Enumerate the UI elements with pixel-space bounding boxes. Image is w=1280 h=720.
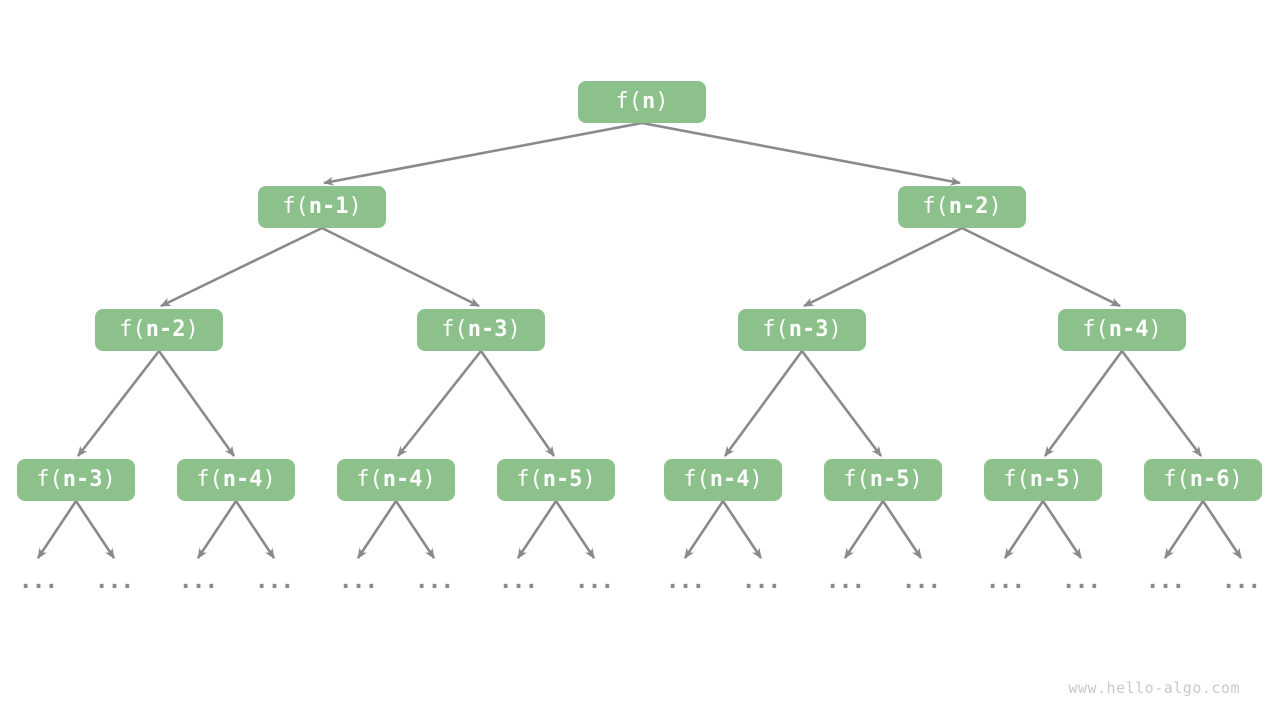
- ellipsis: ...: [1221, 568, 1262, 594]
- node-l1-fn: f(n): [578, 81, 706, 123]
- node-label-post: ): [507, 317, 521, 342]
- node-label-arg: n-4: [382, 467, 423, 492]
- ellipsis: ...: [94, 568, 135, 594]
- node-label-pre: f(: [356, 467, 383, 492]
- node-label-post: ): [1229, 467, 1243, 492]
- node-l4-fn-4c: f(n-4): [664, 459, 782, 501]
- node-label-post: ): [749, 467, 763, 492]
- node-label-post: ): [185, 317, 199, 342]
- node-l3-fn-3b: f(n-3): [738, 309, 866, 351]
- node-label-post: ): [988, 194, 1002, 219]
- node-label-arg: n: [642, 89, 656, 114]
- node-l3-fn-3: f(n-3): [417, 309, 545, 351]
- node-label-arg: n-2: [145, 317, 186, 342]
- node-l4-fn-5c: f(n-5): [984, 459, 1102, 501]
- node-label-arg: n-6: [1189, 467, 1230, 492]
- node-label-arg: n-3: [62, 467, 103, 492]
- node-label-pre: f(: [683, 467, 710, 492]
- node-l3-fn-4: f(n-4): [1058, 309, 1186, 351]
- node-label-pre: f(: [1163, 467, 1190, 492]
- node-label-arg: n-5: [869, 467, 910, 492]
- node-label-arg: n-1: [308, 194, 349, 219]
- node-label-post: ): [828, 317, 842, 342]
- node-label-arg: n-4: [222, 467, 263, 492]
- node-l4-fn-5: f(n-5): [497, 459, 615, 501]
- node-label-post: ): [262, 467, 276, 492]
- ellipsis: ...: [178, 568, 219, 594]
- ellipsis: ...: [498, 568, 539, 594]
- ellipsis: ...: [825, 568, 866, 594]
- ellipsis: ...: [901, 568, 942, 594]
- node-label-post: ): [1148, 317, 1162, 342]
- node-label-pre: f(: [282, 194, 309, 219]
- node-label-pre: f(: [119, 317, 146, 342]
- node-label-pre: f(: [441, 317, 468, 342]
- node-l2-fn-1: f(n-1): [258, 186, 386, 228]
- ellipsis: ...: [741, 568, 782, 594]
- node-l2-fn-2: f(n-2): [898, 186, 1026, 228]
- node-label-post: ): [655, 89, 669, 114]
- ellipsis: ...: [1061, 568, 1102, 594]
- node-l3-fn-2: f(n-2): [95, 309, 223, 351]
- node-label-post: ): [909, 467, 923, 492]
- node-label-post: ): [102, 467, 116, 492]
- ellipsis: ...: [985, 568, 1026, 594]
- ellipsis: ...: [18, 568, 59, 594]
- ellipsis: ...: [1145, 568, 1186, 594]
- node-l4-fn-3: f(n-3): [17, 459, 135, 501]
- node-l4-fn-4: f(n-4): [177, 459, 295, 501]
- ellipsis: ...: [665, 568, 706, 594]
- node-label-pre: f(: [1003, 467, 1030, 492]
- node-label-pre: f(: [843, 467, 870, 492]
- ellipsis: ...: [254, 568, 295, 594]
- node-label-post: ): [422, 467, 436, 492]
- node-label-arg: n-5: [1029, 467, 1070, 492]
- node-l4-fn-5b: f(n-5): [824, 459, 942, 501]
- ellipsis: ...: [414, 568, 455, 594]
- node-label-pre: f(: [615, 89, 643, 114]
- node-l4-fn-4b: f(n-4): [337, 459, 455, 501]
- node-label-pre: f(: [516, 467, 543, 492]
- node-label-pre: f(: [762, 317, 789, 342]
- ellipsis: ...: [574, 568, 615, 594]
- node-label-arg: n-3: [788, 317, 829, 342]
- node-label-pre: f(: [922, 194, 949, 219]
- node-label-arg: n-3: [467, 317, 508, 342]
- node-label-pre: f(: [196, 467, 223, 492]
- node-label-pre: f(: [1082, 317, 1109, 342]
- ellipsis: ...: [338, 568, 379, 594]
- node-label-arg: n-2: [948, 194, 989, 219]
- node-label-arg: n-4: [1108, 317, 1149, 342]
- watermark: www.hello-algo.com: [1068, 679, 1240, 697]
- node-label-post: ): [1069, 467, 1083, 492]
- node-label-arg: n-5: [542, 467, 583, 492]
- node-label-pre: f(: [36, 467, 63, 492]
- node-l4-fn-6: f(n-6): [1144, 459, 1262, 501]
- node-label-post: ): [582, 467, 596, 492]
- node-label-arg: n-4: [709, 467, 750, 492]
- node-label-post: ): [348, 194, 362, 219]
